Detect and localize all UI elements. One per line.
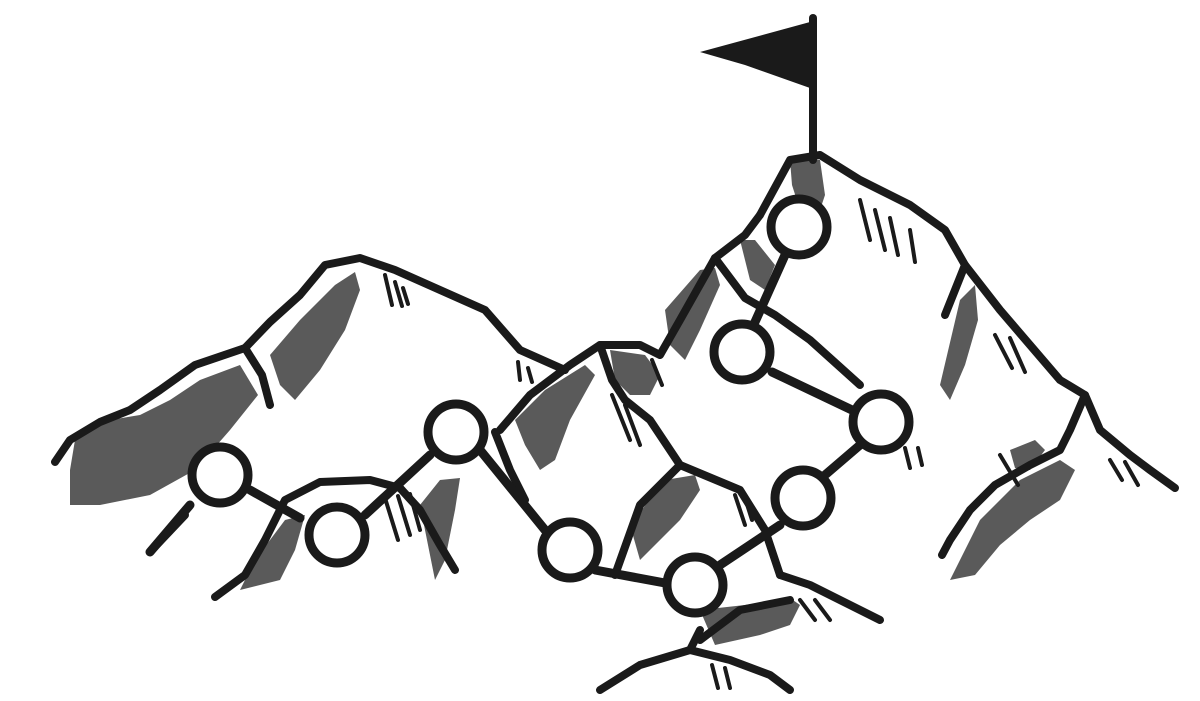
path-segment bbox=[590, 565, 670, 588]
hatch-line bbox=[743, 496, 754, 522]
waypoint-9 bbox=[766, 194, 832, 260]
hatch-line bbox=[916, 446, 924, 467]
hatch-line bbox=[650, 358, 664, 387]
big-mountain-shade-2 bbox=[665, 268, 720, 360]
hatch-line bbox=[998, 453, 1020, 487]
path-segment bbox=[360, 450, 435, 520]
center-mountain-shade-4 bbox=[630, 475, 700, 560]
center-mountain-ridge bbox=[496, 211, 764, 434]
big-mountain-shoulder bbox=[941, 261, 969, 319]
path-segment bbox=[767, 367, 857, 415]
center-mountain-shade-2 bbox=[420, 478, 460, 580]
big-mountain-shade-4 bbox=[940, 285, 978, 400]
center-inner-ridge bbox=[491, 428, 529, 504]
center-mountain-shade-5 bbox=[700, 598, 800, 645]
center-mountain-shade-1 bbox=[515, 365, 595, 470]
waypoint-8 bbox=[709, 319, 775, 385]
hatch-line bbox=[710, 663, 720, 690]
left-mountain-shade-3 bbox=[240, 515, 305, 590]
hatch-line bbox=[1008, 336, 1027, 374]
hatch-line bbox=[813, 598, 832, 622]
hatch-line bbox=[903, 446, 912, 470]
hatch-line bbox=[623, 403, 642, 447]
path-segment bbox=[820, 440, 865, 480]
hatch-line bbox=[383, 496, 400, 542]
hatch-line bbox=[858, 198, 872, 242]
center-mountain-shade-3 bbox=[610, 350, 660, 395]
hatch-line bbox=[798, 598, 817, 622]
hatch-line bbox=[1108, 458, 1124, 482]
hatch-line bbox=[873, 208, 887, 252]
hatch-line bbox=[908, 228, 917, 264]
hatch-line bbox=[516, 360, 522, 382]
big-mountain-shade-6 bbox=[1010, 440, 1045, 470]
bottom-foothill-ridge bbox=[686, 626, 704, 654]
path-segment bbox=[245, 485, 305, 523]
center-bottom-ridge bbox=[696, 596, 794, 644]
hatch-line bbox=[408, 492, 422, 532]
big-mountain-left-face bbox=[711, 254, 864, 389]
hatch-line bbox=[396, 494, 412, 537]
summit-flag bbox=[700, 14, 817, 164]
path-segment bbox=[715, 520, 785, 570]
path-segment bbox=[750, 250, 790, 327]
waypoint-3 bbox=[423, 399, 489, 465]
mountain-outlines bbox=[51, 151, 1179, 694]
path-connectors bbox=[145, 250, 865, 588]
left-mountain-shade-1 bbox=[70, 365, 258, 505]
path-segment bbox=[145, 500, 195, 557]
hatch-line bbox=[993, 333, 1014, 370]
bottom-foothill bbox=[596, 646, 794, 694]
waypoint-2 bbox=[304, 502, 370, 568]
waypoint-6 bbox=[770, 465, 836, 531]
hatch-line bbox=[610, 393, 632, 442]
flag-banner-icon bbox=[700, 22, 810, 88]
center-bottom-slope bbox=[776, 571, 884, 624]
left-foothill bbox=[211, 476, 404, 601]
hatch-line bbox=[723, 666, 732, 690]
left-mountain-inner-ridge bbox=[241, 344, 274, 409]
center-foothill bbox=[611, 461, 684, 579]
path-segment bbox=[475, 445, 550, 535]
hatch-marks bbox=[383, 198, 1140, 690]
hatch-line bbox=[888, 216, 900, 257]
waypoint-5 bbox=[662, 552, 728, 618]
hatch-line bbox=[733, 493, 747, 527]
left-mountain-shade-2 bbox=[270, 272, 360, 400]
hatch-line bbox=[401, 286, 410, 306]
center-mountain-left-face bbox=[596, 341, 784, 579]
hatch-line bbox=[393, 280, 404, 308]
mountain-shading bbox=[70, 160, 1075, 645]
hatch-line bbox=[526, 366, 534, 384]
waypoint-7 bbox=[848, 389, 914, 455]
big-mountain-shade-3 bbox=[740, 240, 775, 290]
big-mountain-ridge bbox=[756, 151, 1179, 492]
waypoint-1 bbox=[187, 442, 253, 508]
left-mountain-ridge bbox=[51, 254, 569, 466]
big-mountain-shade-5 bbox=[950, 460, 1075, 580]
hatch-line bbox=[1123, 460, 1140, 487]
path-waypoints bbox=[187, 194, 914, 618]
waypoint-4 bbox=[537, 517, 603, 583]
hatch-line bbox=[383, 273, 394, 307]
